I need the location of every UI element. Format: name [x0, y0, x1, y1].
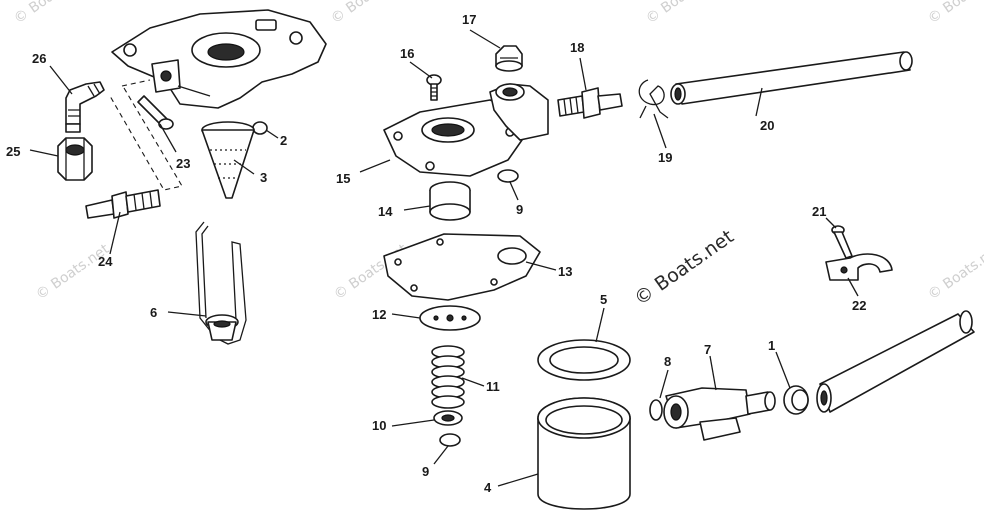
watermark-text: © Boats.net — [11, 0, 91, 27]
part-2-plug — [252, 121, 268, 135]
callout-26: 26 — [32, 51, 46, 66]
callout-13: 13 — [558, 264, 572, 279]
watermark-text-large: © Boats.net — [630, 226, 738, 311]
part-15-pump-body — [383, 83, 549, 177]
watermark-text: © Boats.net — [925, 0, 984, 27]
part-pump-cover — [111, 9, 327, 109]
part-1-clamp — [783, 385, 809, 415]
part-9-disc-lower — [439, 433, 461, 447]
part-21-screw — [831, 225, 853, 259]
callout-2: 2 — [280, 133, 287, 148]
watermark-text: © Boats.net — [328, 0, 408, 27]
callout-15: 15 — [336, 171, 350, 186]
callout-25: 25 — [6, 144, 20, 159]
part-8-oring — [649, 399, 663, 421]
part-24-fitting — [85, 189, 161, 219]
callout-19: 19 — [658, 150, 672, 165]
callout-labels: 26 25 23 2 3 24 6 17 16 18 19 20 15 14 9… — [6, 12, 866, 495]
callout-24: 24 — [98, 254, 113, 269]
callout-1: 1 — [768, 338, 775, 353]
callout-14: 14 — [378, 204, 393, 219]
callout-22: 22 — [852, 298, 866, 313]
callout-20: 20 — [760, 118, 774, 133]
callout-9-upper: 9 — [516, 202, 523, 217]
leader-lines — [29, 29, 859, 487]
callout-18: 18 — [570, 40, 584, 55]
callout-16: 16 — [400, 46, 414, 61]
part-12-plate — [419, 305, 481, 331]
callout-5: 5 — [600, 292, 607, 307]
watermark-text: © Boats.net — [643, 0, 723, 27]
callout-3: 3 — [260, 170, 267, 185]
callout-10: 10 — [372, 418, 386, 433]
part-17-plug — [495, 45, 523, 72]
callout-7: 7 — [704, 342, 711, 357]
callout-12: 12 — [372, 307, 386, 322]
part-22-clip — [825, 253, 893, 281]
part-5-ring — [537, 339, 631, 381]
part-9-disc-upper — [497, 169, 519, 183]
callout-9-lower: 9 — [422, 464, 429, 479]
part-10-retainer — [433, 410, 463, 426]
watermark-text: © Boats.net — [925, 241, 984, 303]
part-hose-lower — [816, 310, 975, 413]
part-11-spring — [431, 345, 465, 409]
callout-23: 23 — [176, 156, 190, 171]
part-7-connector — [663, 387, 776, 441]
part-20-hose — [670, 51, 913, 105]
part-19-clamp — [638, 79, 669, 119]
part-23-screw — [109, 79, 183, 191]
callout-17: 17 — [462, 12, 476, 27]
part-18-fitting — [557, 87, 623, 119]
callout-8: 8 — [664, 354, 671, 369]
part-16-screw — [426, 74, 442, 101]
part-6-bail — [195, 221, 247, 345]
callout-21: 21 — [812, 204, 826, 219]
watermark-text: © Boats.net — [33, 241, 113, 303]
callout-6: 6 — [150, 305, 157, 320]
part-4-bowl — [537, 397, 631, 510]
callout-4: 4 — [484, 480, 492, 495]
part-25-nut — [57, 137, 93, 181]
callout-11: 11 — [486, 379, 500, 394]
part-3-cone-filter — [201, 121, 255, 199]
part-13-gasket — [383, 233, 541, 301]
part-14-valve — [429, 181, 471, 221]
part-26-elbow — [65, 81, 105, 133]
